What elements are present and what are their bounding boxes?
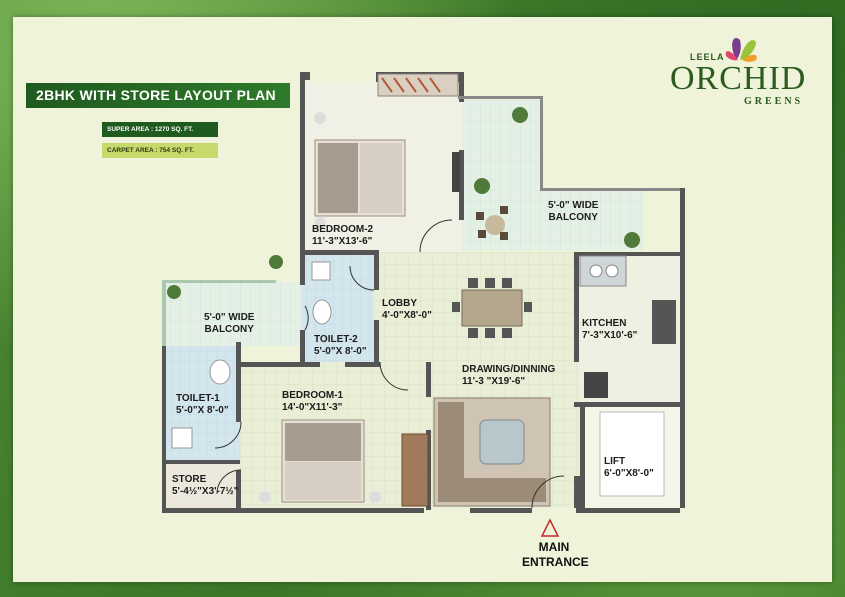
plant — [512, 107, 528, 123]
logo-orchid-text: ORCHID — [670, 60, 807, 97]
balcony-top-floor — [462, 100, 540, 195]
carpet-area-badge: CARPET AREA : 754 SQ. FT. — [102, 143, 218, 158]
orchid-flower-icon — [725, 38, 757, 62]
store-floor — [166, 462, 240, 508]
entrance-triangle-icon — [540, 518, 560, 537]
stove — [652, 300, 676, 344]
balcony-left-floor — [166, 282, 308, 346]
dining-table — [461, 289, 523, 327]
page-title: 2BHK WITH STORE LAYOUT PLAN — [26, 83, 290, 108]
logo-leela-text: LEELA — [690, 52, 725, 62]
super-area-badge: SUPER AREA : 1270 SQ. FT. — [102, 122, 218, 137]
logo-greens-text: GREENS — [744, 96, 804, 107]
